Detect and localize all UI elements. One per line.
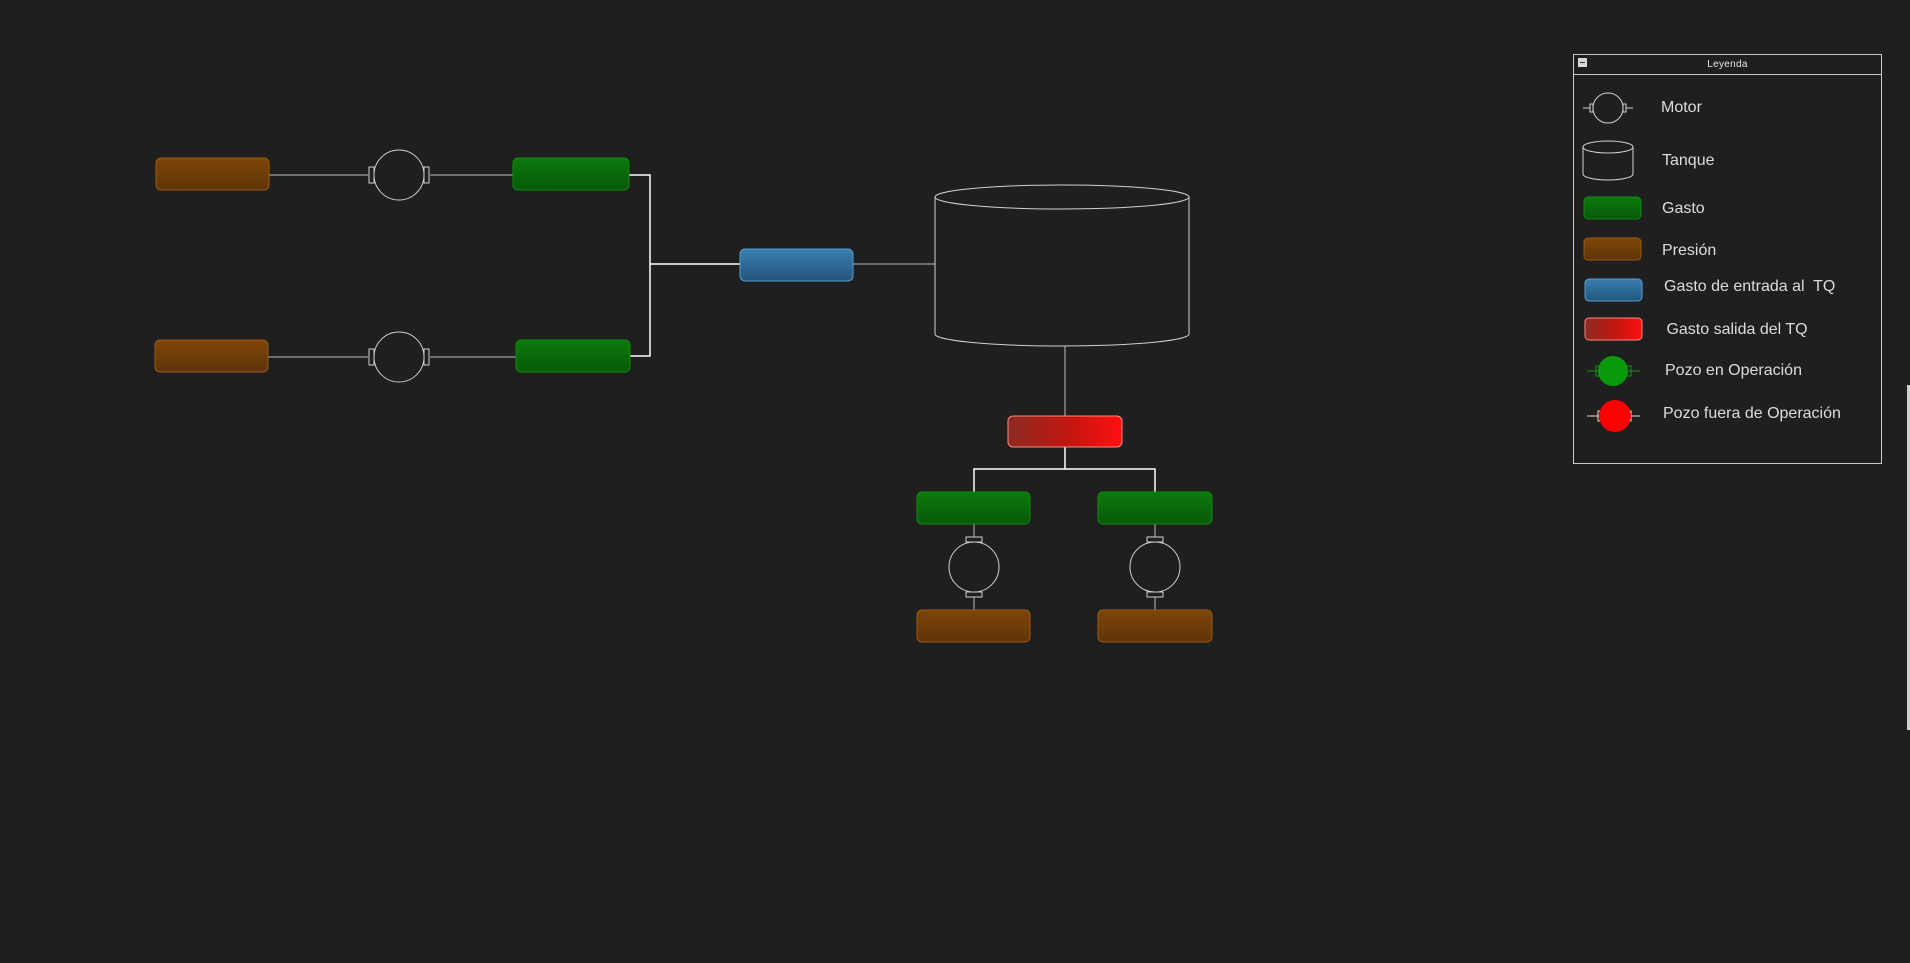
legend-label-pressure: Presión — [1662, 242, 1717, 259]
well-on-icon — [1587, 356, 1640, 386]
legend-icons — [1582, 92, 1643, 432]
tank-icon — [1582, 140, 1634, 181]
distribution-line-right — [1065, 468, 1156, 492]
pressure-box-well-3[interactable] — [916, 609, 1031, 643]
legend-header: Leyenda — [1574, 55, 1881, 75]
pressure-box-well-2[interactable] — [154, 339, 269, 373]
collapse-icon[interactable] — [1578, 58, 1587, 67]
flow-swatch — [1583, 196, 1642, 220]
outlet-flow-swatch — [1584, 317, 1643, 341]
motor-icon[interactable] — [368, 331, 430, 383]
flow-box-well-4[interactable] — [1097, 491, 1213, 525]
flow-box-well-3[interactable] — [916, 491, 1031, 525]
legend-label-inlet-flow: Gasto de entrada al TQ — [1664, 278, 1836, 295]
motor-icon[interactable] — [368, 149, 430, 201]
flow-box-well-2[interactable] — [515, 339, 631, 373]
legend-label-outlet-flow: Gasto salida del TQ — [1662, 321, 1808, 338]
inlet-flow-box[interactable] — [739, 248, 854, 282]
legend-label-well-on: Pozo en Operación — [1665, 362, 1802, 379]
outlet-flow-box[interactable] — [1007, 415, 1123, 448]
inlet-flow-swatch — [1584, 278, 1643, 302]
scrollbar[interactable] — [1907, 385, 1910, 730]
pressure-swatch — [1583, 237, 1642, 261]
legend-label-motor: Motor — [1661, 99, 1702, 116]
distribution-line-left — [973, 447, 1066, 492]
legend-panel: Leyenda — [1573, 54, 1882, 464]
motor-icon — [1583, 92, 1633, 124]
legend-label-tank: Tanque — [1662, 152, 1715, 169]
pressure-box-well-1[interactable] — [155, 157, 270, 191]
legend-label-flow: Gasto — [1662, 200, 1705, 217]
tank-icon[interactable] — [934, 184, 1190, 347]
motor-icon[interactable] — [948, 536, 1000, 598]
pressure-box-well-4[interactable] — [1097, 609, 1213, 643]
manifold-line — [629, 174, 651, 357]
legend-label-well-off: Pozo fuera de Operación — [1663, 405, 1841, 422]
flow-box-well-1[interactable] — [512, 157, 630, 191]
well-off-icon — [1587, 400, 1640, 432]
legend-title: Leyenda — [1707, 59, 1748, 70]
pipe-lines — [268, 174, 1156, 610]
motor-icon[interactable] — [1129, 536, 1181, 598]
